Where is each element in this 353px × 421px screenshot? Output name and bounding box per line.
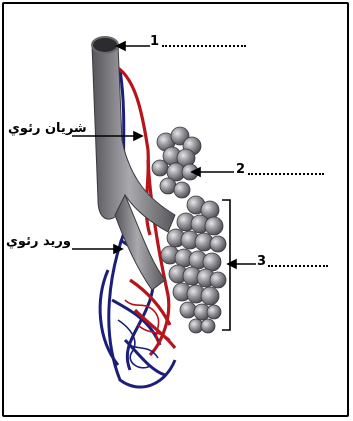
- alveolus: [180, 302, 196, 318]
- callout-blank-3: [268, 265, 328, 267]
- callout-number-2: 2: [236, 162, 245, 177]
- alveolus: [205, 217, 223, 235]
- label-pulmonary-vein: وريد رئوي: [6, 234, 71, 249]
- callout-blank-2: [248, 173, 324, 175]
- label-pulmonary-artery: شريان رئوي: [8, 121, 87, 136]
- alveolus: [203, 253, 221, 271]
- alveolus: [201, 319, 215, 333]
- callout-blank-1: [162, 45, 246, 47]
- alveolus: [201, 287, 219, 305]
- alveolus: [210, 272, 226, 288]
- alveolus: [152, 160, 168, 176]
- alveoli-cluster: [152, 127, 226, 333]
- alveolus: [207, 305, 221, 319]
- callout-number-3: 3: [257, 254, 266, 269]
- alveolus: [210, 236, 226, 252]
- alveolus: [174, 182, 190, 198]
- callout-number-1: 1: [150, 34, 159, 49]
- alveolus: [160, 178, 176, 194]
